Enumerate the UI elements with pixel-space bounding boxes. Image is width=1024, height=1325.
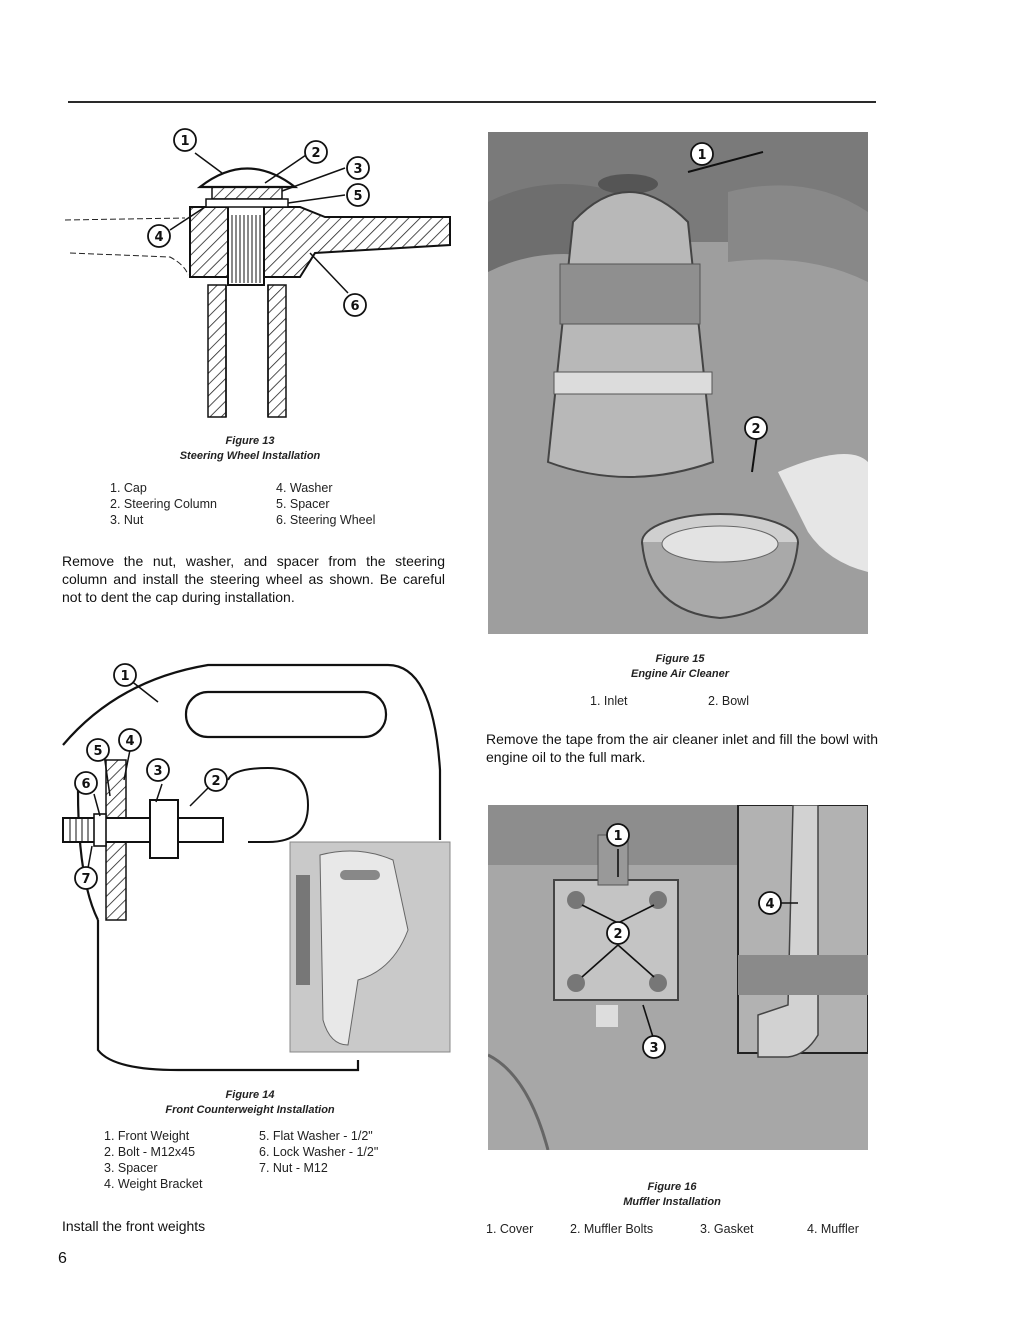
figure-15-title: Engine Air Cleaner (630, 668, 729, 680)
air-cleaner-illustration: 1 2 (488, 132, 868, 634)
figure-16-label: Figure 16 (647, 1181, 697, 1193)
legend-item: 3. Spacer (104, 1161, 158, 1175)
figure-14-legend-left: 1. Front Weight 2. Bolt - M12x45 3. Spac… (104, 1128, 254, 1192)
figure-14-title: Front Counterweight Installation (165, 1104, 335, 1116)
svg-text:1: 1 (120, 669, 129, 684)
weights-instructions: Install the front weights (62, 1218, 206, 1234)
svg-text:3: 3 (153, 764, 162, 779)
figure-14-label: Figure 14 (225, 1089, 275, 1101)
figure-13-caption: Figure 13 Steering Wheel Installation (150, 434, 350, 464)
svg-text:2: 2 (613, 927, 622, 942)
figure-14-legend-right: 5. Flat Washer - 1/2" 6. Lock Washer - 1… (259, 1128, 439, 1176)
figure-15-photo: 1 2 (488, 132, 868, 634)
svg-text:7: 7 (81, 872, 90, 887)
figure-13-diagram: 1 2 3 5 4 6 (64, 128, 451, 418)
legend-item: 4. Muffler (807, 1222, 859, 1236)
figure-14-caption: Figure 14 Front Counterweight Installati… (120, 1088, 380, 1118)
legend-item: 5. Spacer (276, 497, 330, 511)
figure-13-label: Figure 13 (225, 435, 275, 447)
svg-text:5: 5 (93, 744, 102, 759)
svg-text:6: 6 (350, 299, 359, 314)
svg-text:1: 1 (180, 134, 189, 149)
legend-item: 6. Lock Washer - 1/2" (259, 1145, 379, 1159)
legend-item: 1. Inlet (590, 694, 628, 708)
legend-item: 5. Flat Washer - 1/2" (259, 1129, 373, 1143)
header-rule (68, 101, 876, 103)
legend-item: 3. Gasket (700, 1222, 754, 1236)
figure-14-callouts: 1 4 5 3 2 6 7 (74, 663, 228, 890)
figure-13-callouts: 1 2 3 5 4 6 (147, 128, 370, 317)
figure-16-photo: 1 2 3 4 (488, 805, 868, 1150)
figure-16-title: Muffler Installation (623, 1196, 721, 1208)
svg-text:3: 3 (649, 1041, 658, 1056)
legend-item: 3. Nut (110, 513, 144, 527)
figure-15-label: Figure 15 (655, 653, 705, 665)
legend-item: 2. Bowl (708, 694, 749, 708)
figure-13-title: Steering Wheel Installation (179, 450, 321, 462)
svg-text:4: 4 (765, 897, 774, 912)
figure-14-diagram: 1 4 5 3 2 6 7 (62, 663, 451, 1072)
svg-text:6: 6 (81, 777, 90, 792)
legend-item: 7. Nut - M12 (259, 1161, 328, 1175)
legend-item: 4. Washer (276, 481, 333, 495)
legend-item: 2. Bolt - M12x45 (104, 1145, 196, 1159)
svg-text:2: 2 (311, 146, 320, 161)
muffler-illustration: 1 2 3 4 (488, 805, 868, 1150)
svg-text:4: 4 (125, 734, 134, 749)
legend-item: 1. Front Weight (104, 1129, 190, 1143)
svg-text:1: 1 (697, 148, 706, 163)
svg-text:3: 3 (353, 162, 362, 177)
legend-item: 1. Cap (110, 481, 147, 495)
figure-13-legend-right: 4. Washer 5. Spacer 6. Steering Wheel (276, 480, 436, 528)
legend-item: 4. Weight Bracket (104, 1177, 203, 1191)
figure-16-callouts: 1 2 3 4 (606, 823, 782, 1059)
page-number: 6 (58, 1250, 67, 1267)
svg-text:2: 2 (211, 774, 220, 789)
svg-text:4: 4 (154, 230, 163, 245)
legend-item: 2. Steering Column (110, 497, 218, 511)
legend-item: 2. Muffler Bolts (570, 1222, 654, 1236)
svg-text:1: 1 (613, 829, 622, 844)
figure-15-callouts: 1 2 (690, 142, 768, 440)
svg-text:5: 5 (353, 189, 362, 204)
figure-15-legend: 1. Inlet 2. Bowl (590, 693, 790, 709)
air-cleaner-instructions: Remove the tape from the air cleaner inl… (486, 731, 878, 765)
svg-text:2: 2 (751, 422, 760, 437)
figure-13-legend-left: 1. Cap 2. Steering Column 3. Nut (110, 480, 270, 528)
figure-16-caption: Figure 16 Muffler Installation (572, 1180, 772, 1210)
figure-15-caption: Figure 15 Engine Air Cleaner (580, 652, 780, 682)
legend-item: 6. Steering Wheel (276, 513, 376, 527)
legend-item: 1. Cover (486, 1222, 534, 1236)
figure-16-legend: 1. Cover 2. Muffler Bolts 3. Gasket 4. M… (486, 1221, 878, 1237)
steering-instructions: Remove the nut, washer, and spacer from … (62, 553, 445, 605)
